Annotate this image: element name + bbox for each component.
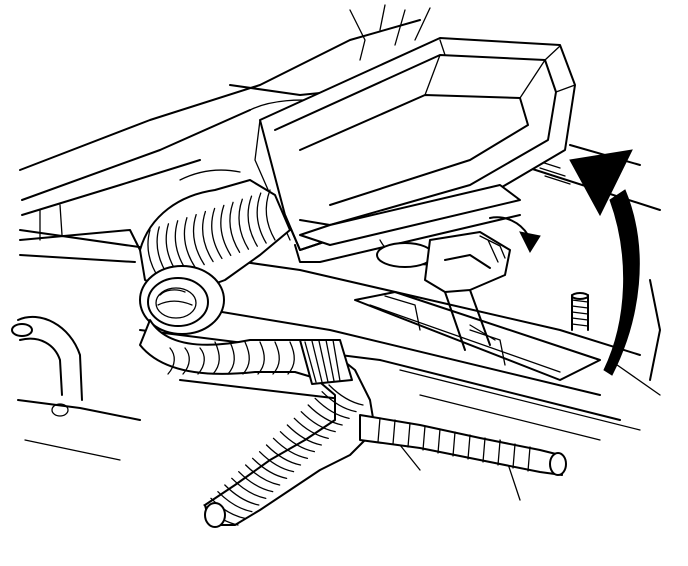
intake-duct <box>139 179 291 335</box>
hose-band <box>251 457 288 479</box>
spring-fastener <box>571 292 589 331</box>
hose-band <box>279 431 316 453</box>
hose-band <box>272 341 280 375</box>
mounting-opening <box>354 291 601 381</box>
hose-band <box>314 397 350 419</box>
hose-band <box>272 437 309 459</box>
curved-up-arrow-icon <box>569 149 640 376</box>
hose-band <box>293 417 329 439</box>
retaining-clip <box>424 231 511 351</box>
hose-band <box>300 411 336 433</box>
duct-rib <box>211 207 223 260</box>
hose-band <box>245 464 281 486</box>
hose-band <box>210 497 246 519</box>
hose-band <box>258 451 295 473</box>
hose-band <box>227 341 235 375</box>
hose-coupler <box>299 339 353 385</box>
hose-band <box>217 491 253 513</box>
duct-rib <box>256 192 267 244</box>
hose-band <box>197 347 205 375</box>
duct-rib <box>238 198 250 250</box>
hose-band <box>238 471 274 493</box>
hose-band <box>182 347 190 375</box>
duct-rib <box>265 189 276 241</box>
hose-band <box>257 341 265 375</box>
hose-band <box>231 477 267 499</box>
duct-rib <box>229 201 241 253</box>
curved-rotate-arrow-icon <box>489 216 541 254</box>
duct-rib <box>192 213 205 266</box>
duct-rib <box>183 217 197 269</box>
duct-rib <box>247 195 258 247</box>
duct-rib <box>201 210 214 263</box>
hose-band <box>321 391 357 413</box>
hose-band <box>224 484 260 506</box>
hose-band <box>167 347 175 375</box>
hose-band <box>212 341 220 375</box>
hose-band <box>307 404 343 426</box>
hose-band <box>286 424 322 446</box>
wiring-harness <box>359 414 567 476</box>
hose-band <box>287 341 295 375</box>
hose-band <box>242 341 250 375</box>
hose-band <box>265 444 302 466</box>
housing-base <box>294 184 521 268</box>
hose-band <box>328 384 364 406</box>
strut-tower <box>11 315 141 461</box>
hose-bands <box>167 341 364 526</box>
duct-rib <box>220 204 232 257</box>
